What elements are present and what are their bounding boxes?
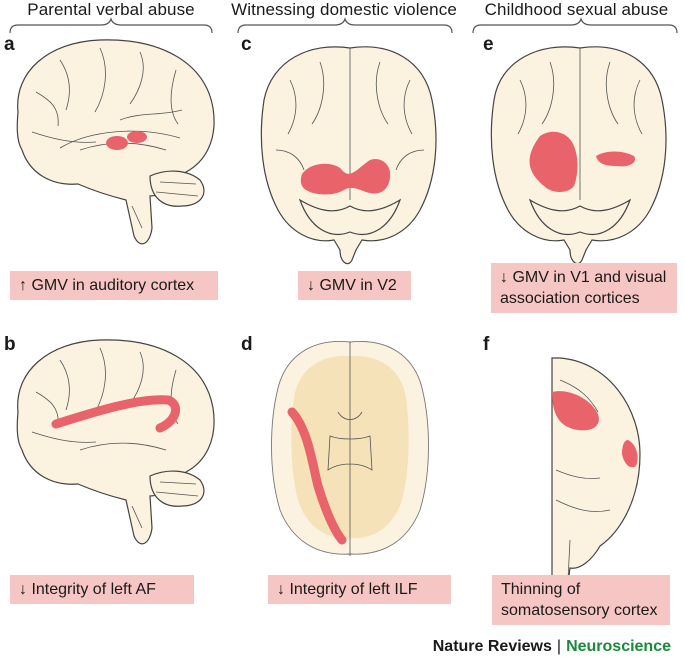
auditory-cortex-highlight-1 [106,136,128,150]
lateral-brain-a [16,39,215,245]
panel-letter-f: f [483,334,490,355]
column-title-parental-verbal-abuse: Parental verbal abuse [27,0,195,19]
column-title-childhood-sexual-abuse: Childhood sexual abuse [484,0,669,19]
sagittal-slice-f [551,357,641,606]
panel-letter-d: d [241,334,253,355]
caption-f-line-1: Thinning of [501,581,581,598]
auditory-cortex-highlight-2 [127,131,147,143]
posterior-brain-e [490,46,667,265]
bracket-column-3 [472,17,678,34]
panel-letter-e: e [483,34,494,55]
caption-a: ↑ GMV in auditory cortex [10,271,218,300]
caption-c: ↓ GMV in V2 [298,271,411,300]
caption-c-line-1: ↓ GMV in V2 [307,277,397,294]
caption-e: ↓ GMV in V1 and visual association corti… [491,263,677,313]
lateral-brain-b [16,339,215,545]
ilf-tract [287,407,347,545]
visual-association-highlight [596,151,636,167]
caption-f-line-2: somatosensory cortex [501,602,658,619]
somatosensory-highlight-1 [552,391,599,431]
panel-letter-b: b [4,334,16,355]
caption-e-line-1: ↓ GMV in V1 and visual [500,269,667,286]
axial-slice-d [271,340,429,556]
caption-b: ↓ Integrity of left AF [10,575,194,604]
bracket-column-1 [9,17,213,34]
posterior-brain-c [260,46,437,265]
caption-e-line-2: association cortices [500,290,640,307]
caption-d-line-1: ↓ Integrity of left ILF [277,581,418,598]
v2-highlight [300,158,391,195]
caption-a-line-1: ↑ GMV in auditory cortex [19,277,195,294]
bracket-column-2 [237,17,453,34]
v1-highlight [529,131,578,192]
panel-letter-c: c [241,34,252,55]
journal-footer: Nature Reviews|Neuroscience [433,638,671,656]
somatosensory-highlight-2 [622,440,638,468]
caption-d: ↓ Integrity of left ILF [268,575,451,604]
arcuate-fasciculus-tract [51,395,180,433]
journal-section: Neuroscience [566,638,671,655]
footer-separator: | [556,638,562,655]
column-title-witnessing-domestic-violence: Witnessing domestic violence [231,0,457,19]
caption-f: Thinning of somatosensory cortex [492,575,670,625]
caption-b-line-1: ↓ Integrity of left AF [19,581,156,598]
panel-letter-a: a [4,34,15,55]
journal-name: Nature Reviews [432,638,552,655]
